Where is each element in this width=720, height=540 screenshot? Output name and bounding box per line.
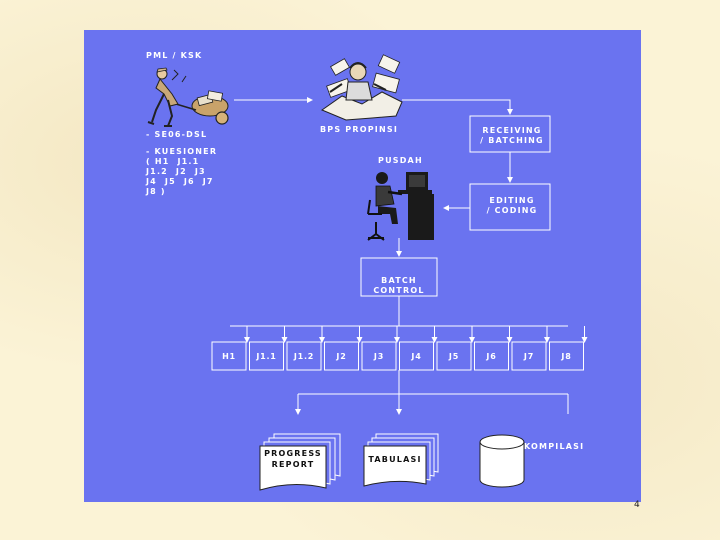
pusdah-label: PUSDAH [378, 156, 423, 165]
batch-control-label: BATCH CONTROL [373, 276, 425, 295]
batch-box [549, 341, 584, 371]
batch-label: J7 [523, 352, 535, 361]
batch-box [399, 341, 434, 371]
progress-report-document [259, 433, 341, 491]
worker-wheelbarrow-illustration [147, 67, 229, 127]
batch-label: J5 [448, 352, 460, 361]
editing-coding-label: EDITING / CODING [486, 196, 538, 215]
batch-box [474, 341, 509, 371]
receiving-box [469, 115, 551, 153]
batch-label: J4 [411, 352, 422, 361]
batch-box [211, 341, 247, 371]
tabulasi-label: TABULASI [368, 455, 422, 464]
kuesioner-label: - KUESIONER ( H1 J1.1 J1.2 J2 J3 J4 J5 J… [146, 147, 218, 196]
batch-label: J1.2 [293, 352, 315, 361]
bps-propinsi-label: BPS PROPINSI [320, 125, 399, 134]
page-number: 4 [634, 500, 640, 510]
receiving-batching-label: RECEIVING / BATCHING [480, 126, 544, 145]
batch-box [249, 341, 284, 371]
batch-label: J1.1 [256, 352, 277, 361]
connector-lines [230, 97, 588, 415]
sdeg-dsl-label: - SE06-DSL [146, 130, 208, 139]
progress-report-label: PROGRESS REPORT [264, 449, 322, 469]
batch-box [324, 341, 359, 371]
pml-ksk-label: PML / KSK [146, 51, 203, 60]
batch-control-box [360, 257, 438, 297]
batch-box [436, 341, 472, 371]
paper-pile-illustration [320, 54, 403, 121]
batch-label: J6 [486, 352, 497, 361]
kompilasi-label: KOMPILASI [524, 442, 585, 451]
kompilasi-database-icon [479, 434, 525, 488]
flowchart-svg [147, 54, 588, 491]
batch-label: H1 [222, 352, 236, 361]
batch-label: J8 [561, 352, 572, 361]
batch-box [361, 341, 397, 371]
batch-box [511, 341, 547, 371]
operator-computer-illustration [367, 172, 434, 241]
editing-box [469, 183, 551, 231]
batch-label: J2 [336, 352, 347, 361]
flowchart-panel: PML / KSK - SE06-DSL - KUESIONER ( H1 J1… [84, 30, 641, 502]
batch-box [286, 341, 322, 371]
batch-label: J3 [373, 352, 385, 361]
tabulasi-document [363, 433, 439, 487]
